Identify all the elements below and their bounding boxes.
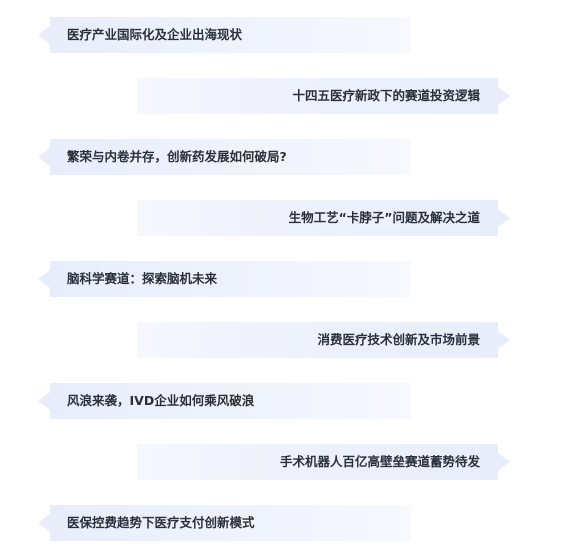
topic-item-5: 脑科学赛道：探索脑机未来: [38, 261, 411, 297]
right-pointer-arrow: [498, 331, 510, 349]
topic-item-2: 十四五医疗新政下的赛道投资逻辑: [137, 78, 510, 114]
topic-label: 医疗产业国际化及企业出海现状: [67, 27, 243, 42]
left-pointer-arrow: [38, 392, 50, 410]
topic-label: 生物工艺“卡脖子”问题及解决之道: [288, 210, 480, 225]
topic-label: 十四五医疗新政下的赛道投资逻辑: [292, 88, 480, 103]
topic-item-8: 手术机器人百亿高壁垒赛道蓄势待发: [137, 444, 510, 480]
topic-label: 消费医疗技术创新及市场前景: [317, 332, 480, 347]
left-pointer-arrow: [38, 148, 50, 166]
topic-item-3: 繁荣与内卷并存，创新药发展如何破局?: [38, 139, 411, 175]
left-pointer-arrow: [38, 26, 50, 44]
right-pointer-arrow: [498, 453, 510, 471]
topic-label: 医保控费趋势下医疗支付创新模式: [67, 515, 255, 530]
right-pointer-arrow: [498, 209, 510, 227]
topic-label: 繁荣与内卷并存，创新药发展如何破局?: [67, 149, 287, 164]
left-pointer-arrow: [38, 514, 50, 532]
topic-item-4: 生物工艺“卡脖子”问题及解决之道: [137, 200, 510, 236]
topic-item-1: 医疗产业国际化及企业出海现状: [38, 17, 411, 53]
left-pointer-arrow: [38, 270, 50, 288]
topic-label: 手术机器人百亿高壁垒赛道蓄势待发: [279, 454, 480, 469]
topic-label: 脑科学赛道：探索脑机未来: [67, 271, 218, 286]
topic-item-9: 医保控费趋势下医疗支付创新模式: [38, 505, 411, 541]
right-pointer-arrow: [498, 87, 510, 105]
topic-item-7: 风浪来袭，IVD企业如何乘风破浪: [38, 383, 411, 419]
topic-item-6: 消费医疗技术创新及市场前景: [137, 322, 510, 358]
topic-label: 风浪来袭，IVD企业如何乘风破浪: [67, 393, 255, 408]
